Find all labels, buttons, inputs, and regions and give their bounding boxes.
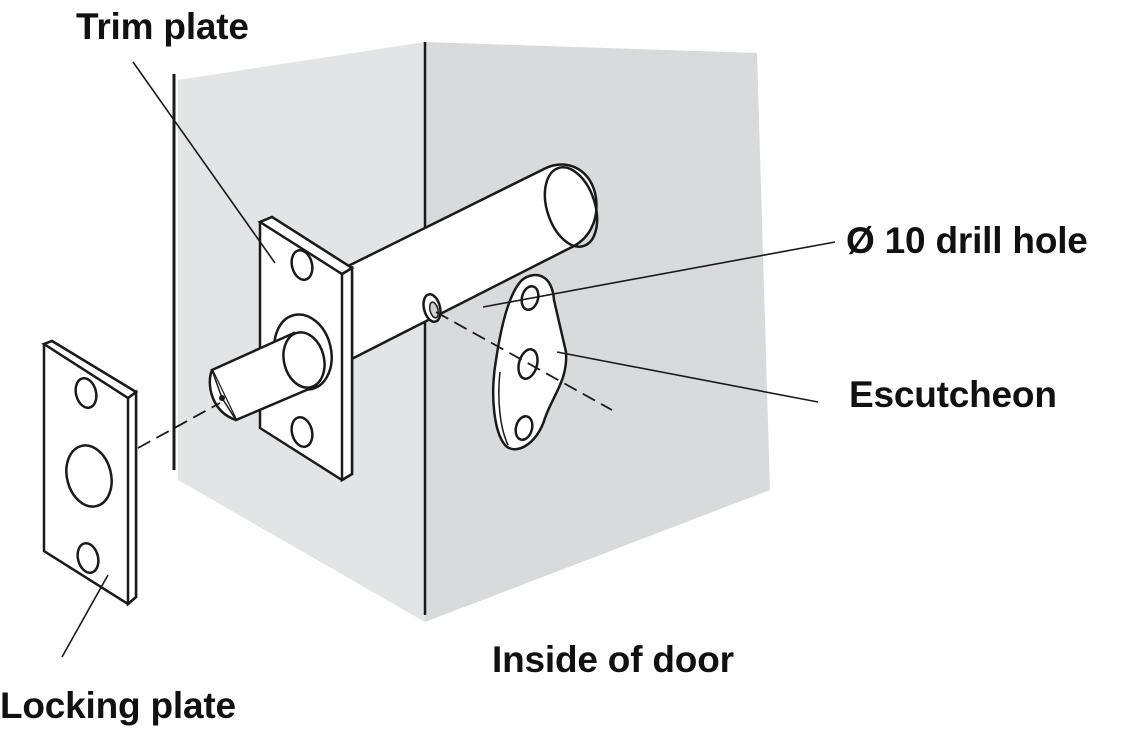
axis-dashed-line — [137, 311, 613, 449]
drill-hole — [422, 293, 442, 323]
door-inside-face — [425, 42, 770, 622]
leader-locking-plate — [61, 574, 109, 658]
trim-plate-hole-top — [290, 248, 314, 282]
escutcheon-hole-bottom — [514, 414, 534, 442]
drill-hole-label: Ø 10 drill hole — [846, 220, 1088, 261]
locking-plate — [41, 339, 139, 607]
inside-of-door-label: Inside of door — [492, 639, 734, 680]
escutcheon-label: Escutcheon — [849, 374, 1057, 415]
locking-plate-label: Locking plate — [0, 685, 236, 726]
trim-plate-hole-bottom — [290, 415, 314, 449]
escutcheon — [491, 273, 568, 451]
leader-lines — [61, 61, 836, 658]
locking-plate-hole-center — [65, 444, 113, 508]
bolt-barrel — [328, 163, 599, 373]
trim-plate-label: Trim plate — [76, 6, 249, 47]
locking-plate-hole-bottom — [76, 541, 100, 575]
leader-drill-hole — [482, 241, 836, 308]
leader-escutcheon — [556, 351, 819, 403]
leader-trim-plate — [132, 61, 276, 264]
locking-plate-hole-top — [74, 376, 98, 410]
bolt-plunger — [208, 331, 326, 422]
